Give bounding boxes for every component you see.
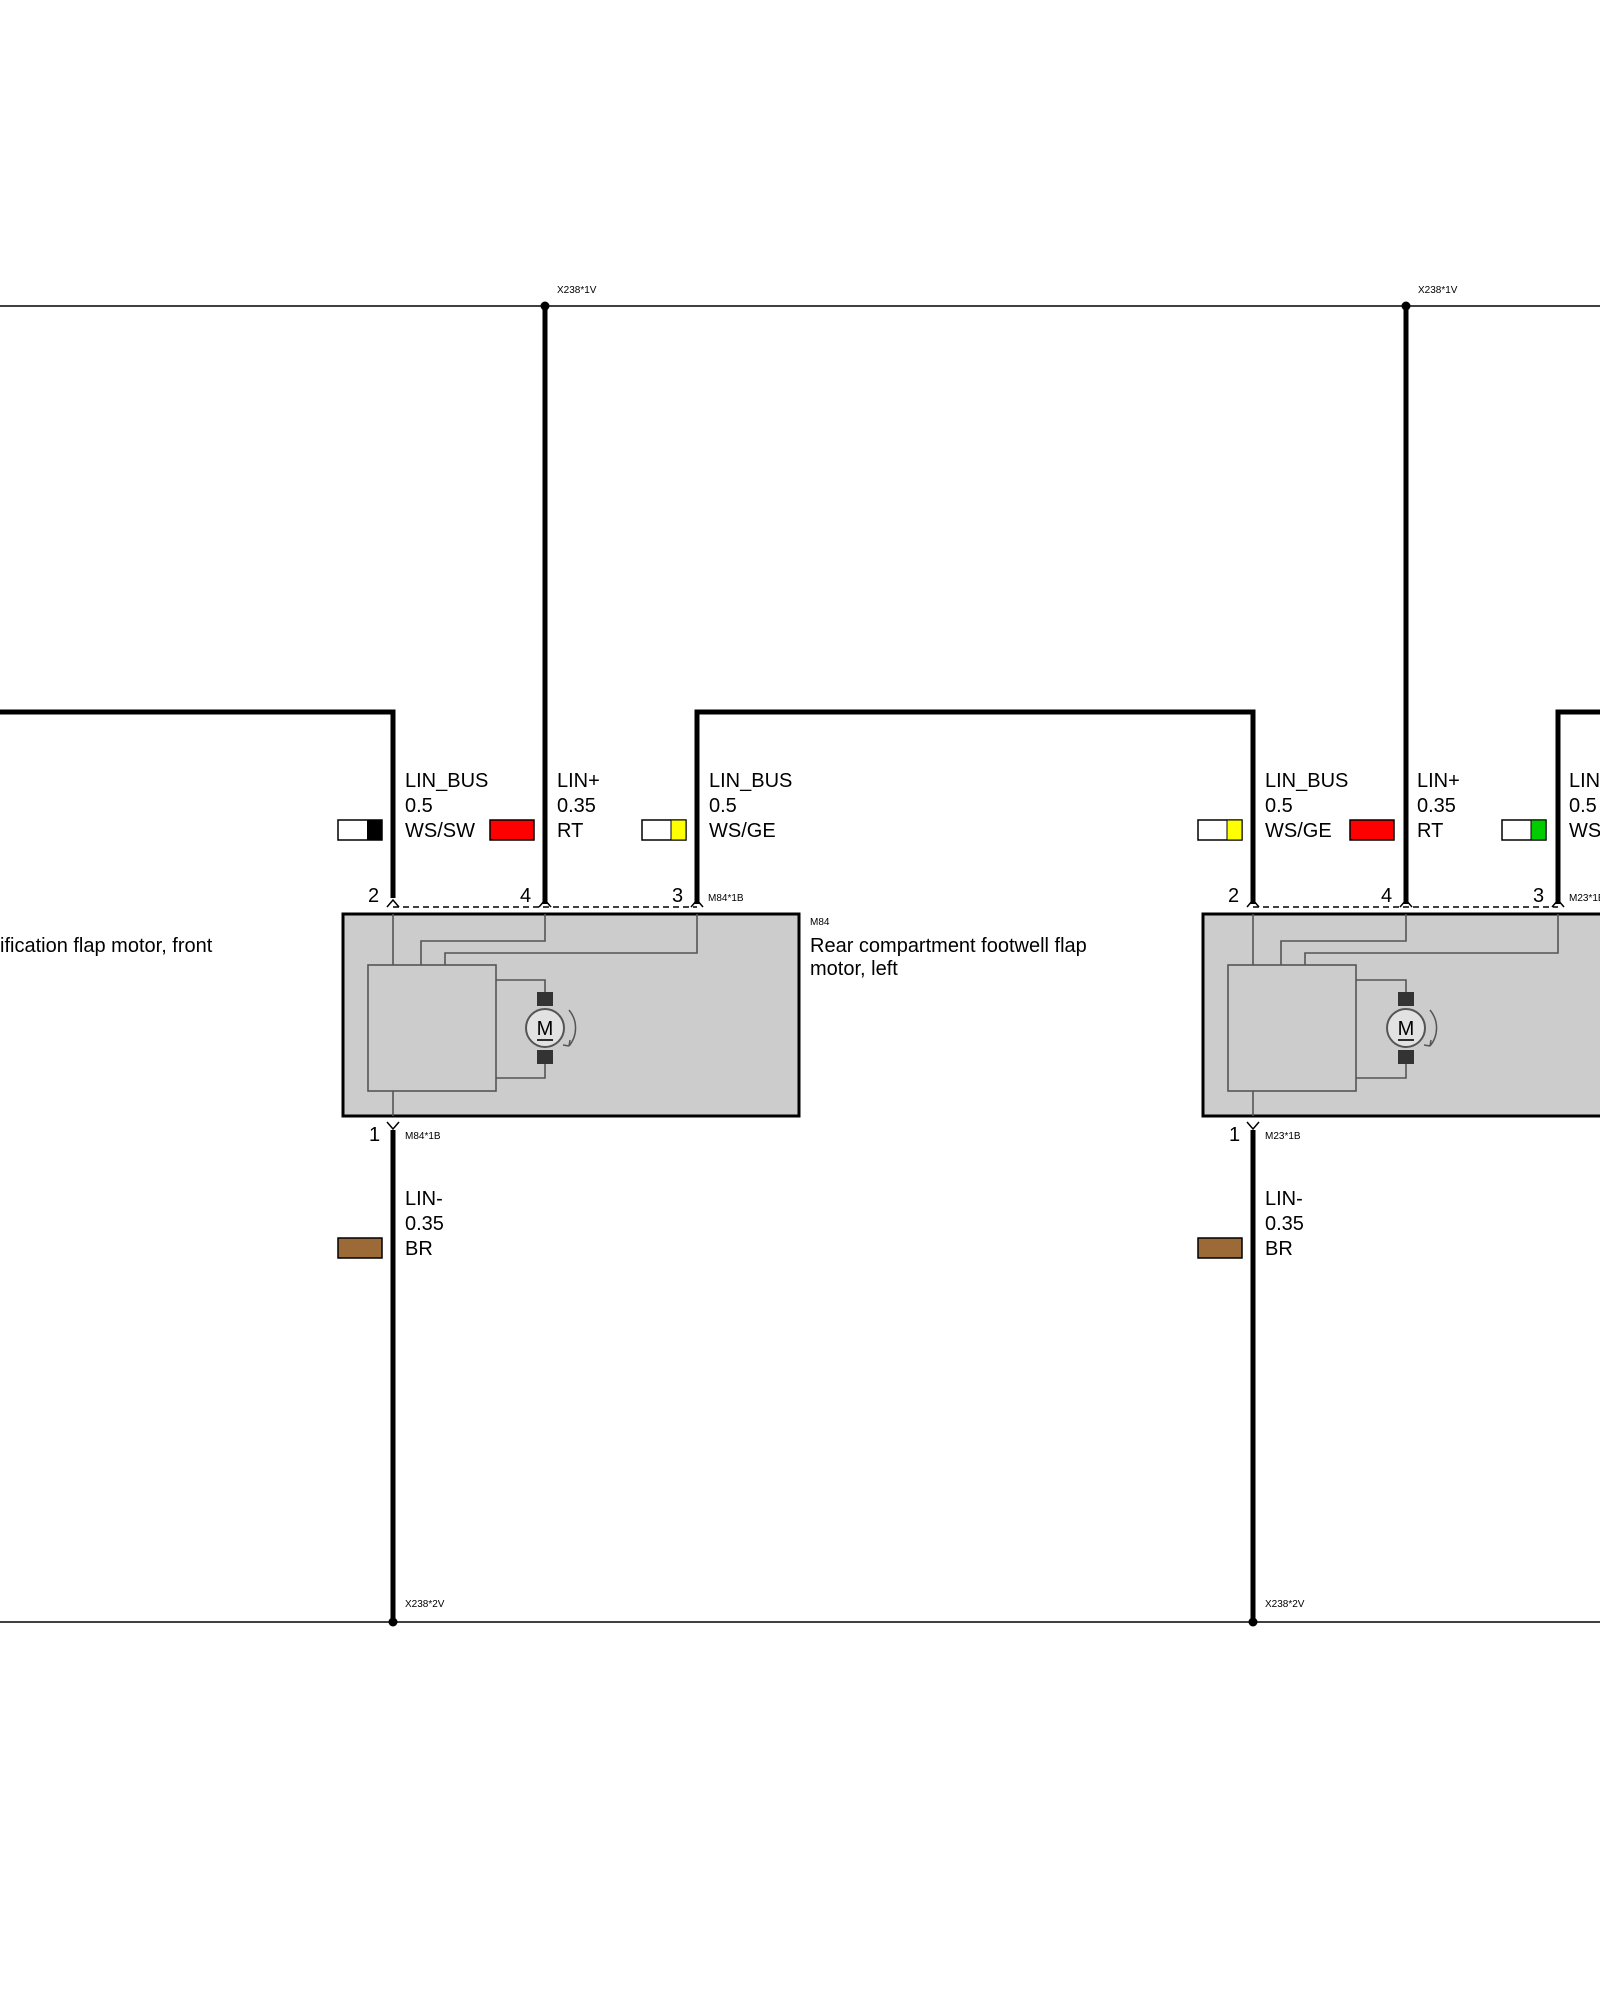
internal-wire (1304, 914, 1559, 965)
internal-wire (1280, 914, 1407, 965)
pin-arrow (386, 898, 400, 908)
splice-dot (1248, 1617, 1258, 1627)
pin2-signal-label: LIN_BUS (1265, 770, 1348, 792)
component-description-line2: motor, left (810, 958, 898, 980)
dc-motor-icon: M (525, 991, 577, 1065)
pin1-signal-label: LIN- (1265, 1188, 1303, 1210)
pin3-signal-label: LIN (1569, 770, 1600, 792)
pin-number-3: 3 (672, 885, 683, 907)
pin4-color-swatch (1349, 819, 1395, 841)
wire-lin-bus-out (694, 709, 1256, 904)
pin2-gauge-label: 0.5 (1265, 795, 1293, 817)
splice-label-bottom: X238*2V (1265, 1599, 1305, 1610)
pin-arrow (538, 898, 552, 908)
pin1-gauge-label: 0.35 (1265, 1213, 1304, 1235)
pin4-gauge-label: 0.35 (557, 795, 596, 817)
pin4-color-label: RT (557, 820, 583, 842)
wire-lin-bus-out (1555, 709, 1600, 904)
module-m84: X238*1V X238*2V LIN_BUS 0.5 WS/SW LIN+ 0… (337, 285, 1256, 1627)
module-m23: X238*1V X238*2V LIN_BUS 0.5 WS/GE LIN+ 0… (1197, 285, 1600, 1627)
pin1-color-swatch (1197, 1237, 1243, 1259)
pin-arrow (1399, 898, 1413, 908)
splice-label-bottom: X238*2V (405, 1599, 445, 1610)
splice-dot (388, 1617, 398, 1627)
pin-number-3: 3 (1533, 885, 1544, 907)
pin3-color-label: WS (1569, 820, 1600, 842)
control-unit-block (367, 964, 497, 1092)
internal-wire (1356, 979, 1407, 993)
pin4-gauge-label: 0.35 (1417, 795, 1456, 817)
connector-label-bottom: M84*1B (405, 1131, 441, 1142)
partial-left-bus-wire (0, 709, 396, 898)
pin3-gauge-label: 0.5 (709, 795, 737, 817)
partial-left-component-label: ification flap motor, front (0, 935, 213, 957)
pin-number-1: 1 (1229, 1124, 1240, 1146)
splice-label-top: X238*1V (557, 285, 597, 296)
pin-number-2: 2 (368, 885, 379, 907)
pin-number-2: 2 (1228, 885, 1239, 907)
pin-number-4: 4 (1381, 885, 1392, 907)
svg-text:M: M (1398, 1018, 1415, 1040)
pin3-color-label: WS/GE (709, 820, 776, 842)
pin1-color-swatch (337, 1237, 383, 1259)
component-description-line1: Rear compartment footwell flap (810, 935, 1087, 957)
pin2-signal-label: LIN_BUS (405, 770, 488, 792)
pin-arrow (1551, 898, 1565, 908)
pin3-color-swatch (1501, 819, 1547, 841)
connector-label-top: M23*1B (1569, 893, 1600, 904)
pin4-signal-label: LIN+ (557, 770, 600, 792)
connector-label-top: M84*1B (708, 893, 744, 904)
internal-wire (496, 979, 546, 993)
internal-wire (1356, 1063, 1407, 1079)
connector-label-bottom: M23*1B (1265, 1131, 1301, 1142)
control-unit-block (1227, 964, 1357, 1092)
internal-wire (444, 914, 698, 965)
pin-arrow (1246, 1121, 1260, 1131)
pin1-gauge-label: 0.35 (405, 1213, 444, 1235)
internal-wire (496, 1063, 546, 1079)
pin4-color-swatch (489, 819, 535, 841)
pin-number-4: 4 (520, 885, 531, 907)
pin-arrow (690, 898, 704, 908)
splice-label-top: X238*1V (1418, 285, 1458, 296)
internal-wire (420, 914, 546, 965)
pin-arrow (1246, 898, 1260, 908)
pin-number-1: 1 (369, 1124, 380, 1146)
pin2-color-swatch (1197, 819, 1243, 841)
pin1-color-label: BR (1265, 1238, 1293, 1260)
pin1-color-label: BR (405, 1238, 433, 1260)
pin3-color-swatch (641, 819, 687, 841)
pin2-gauge-label: 0.5 (405, 795, 433, 817)
component-id: M84 (810, 917, 830, 928)
pin1-signal-label: LIN- (405, 1188, 443, 1210)
pin2-color-label: WS/SW (405, 820, 475, 842)
pin2-color-label: WS/GE (1265, 820, 1332, 842)
pin3-gauge-label: 0.5 (1569, 795, 1597, 817)
pin4-color-label: RT (1417, 820, 1443, 842)
svg-text:M: M (537, 1018, 554, 1040)
dc-motor-icon: M (1386, 991, 1438, 1065)
pin3-signal-label: LIN_BUS (709, 770, 792, 792)
pin-arrow (386, 1121, 400, 1131)
pin4-signal-label: LIN+ (1417, 770, 1460, 792)
pin2-color-swatch (337, 819, 383, 841)
